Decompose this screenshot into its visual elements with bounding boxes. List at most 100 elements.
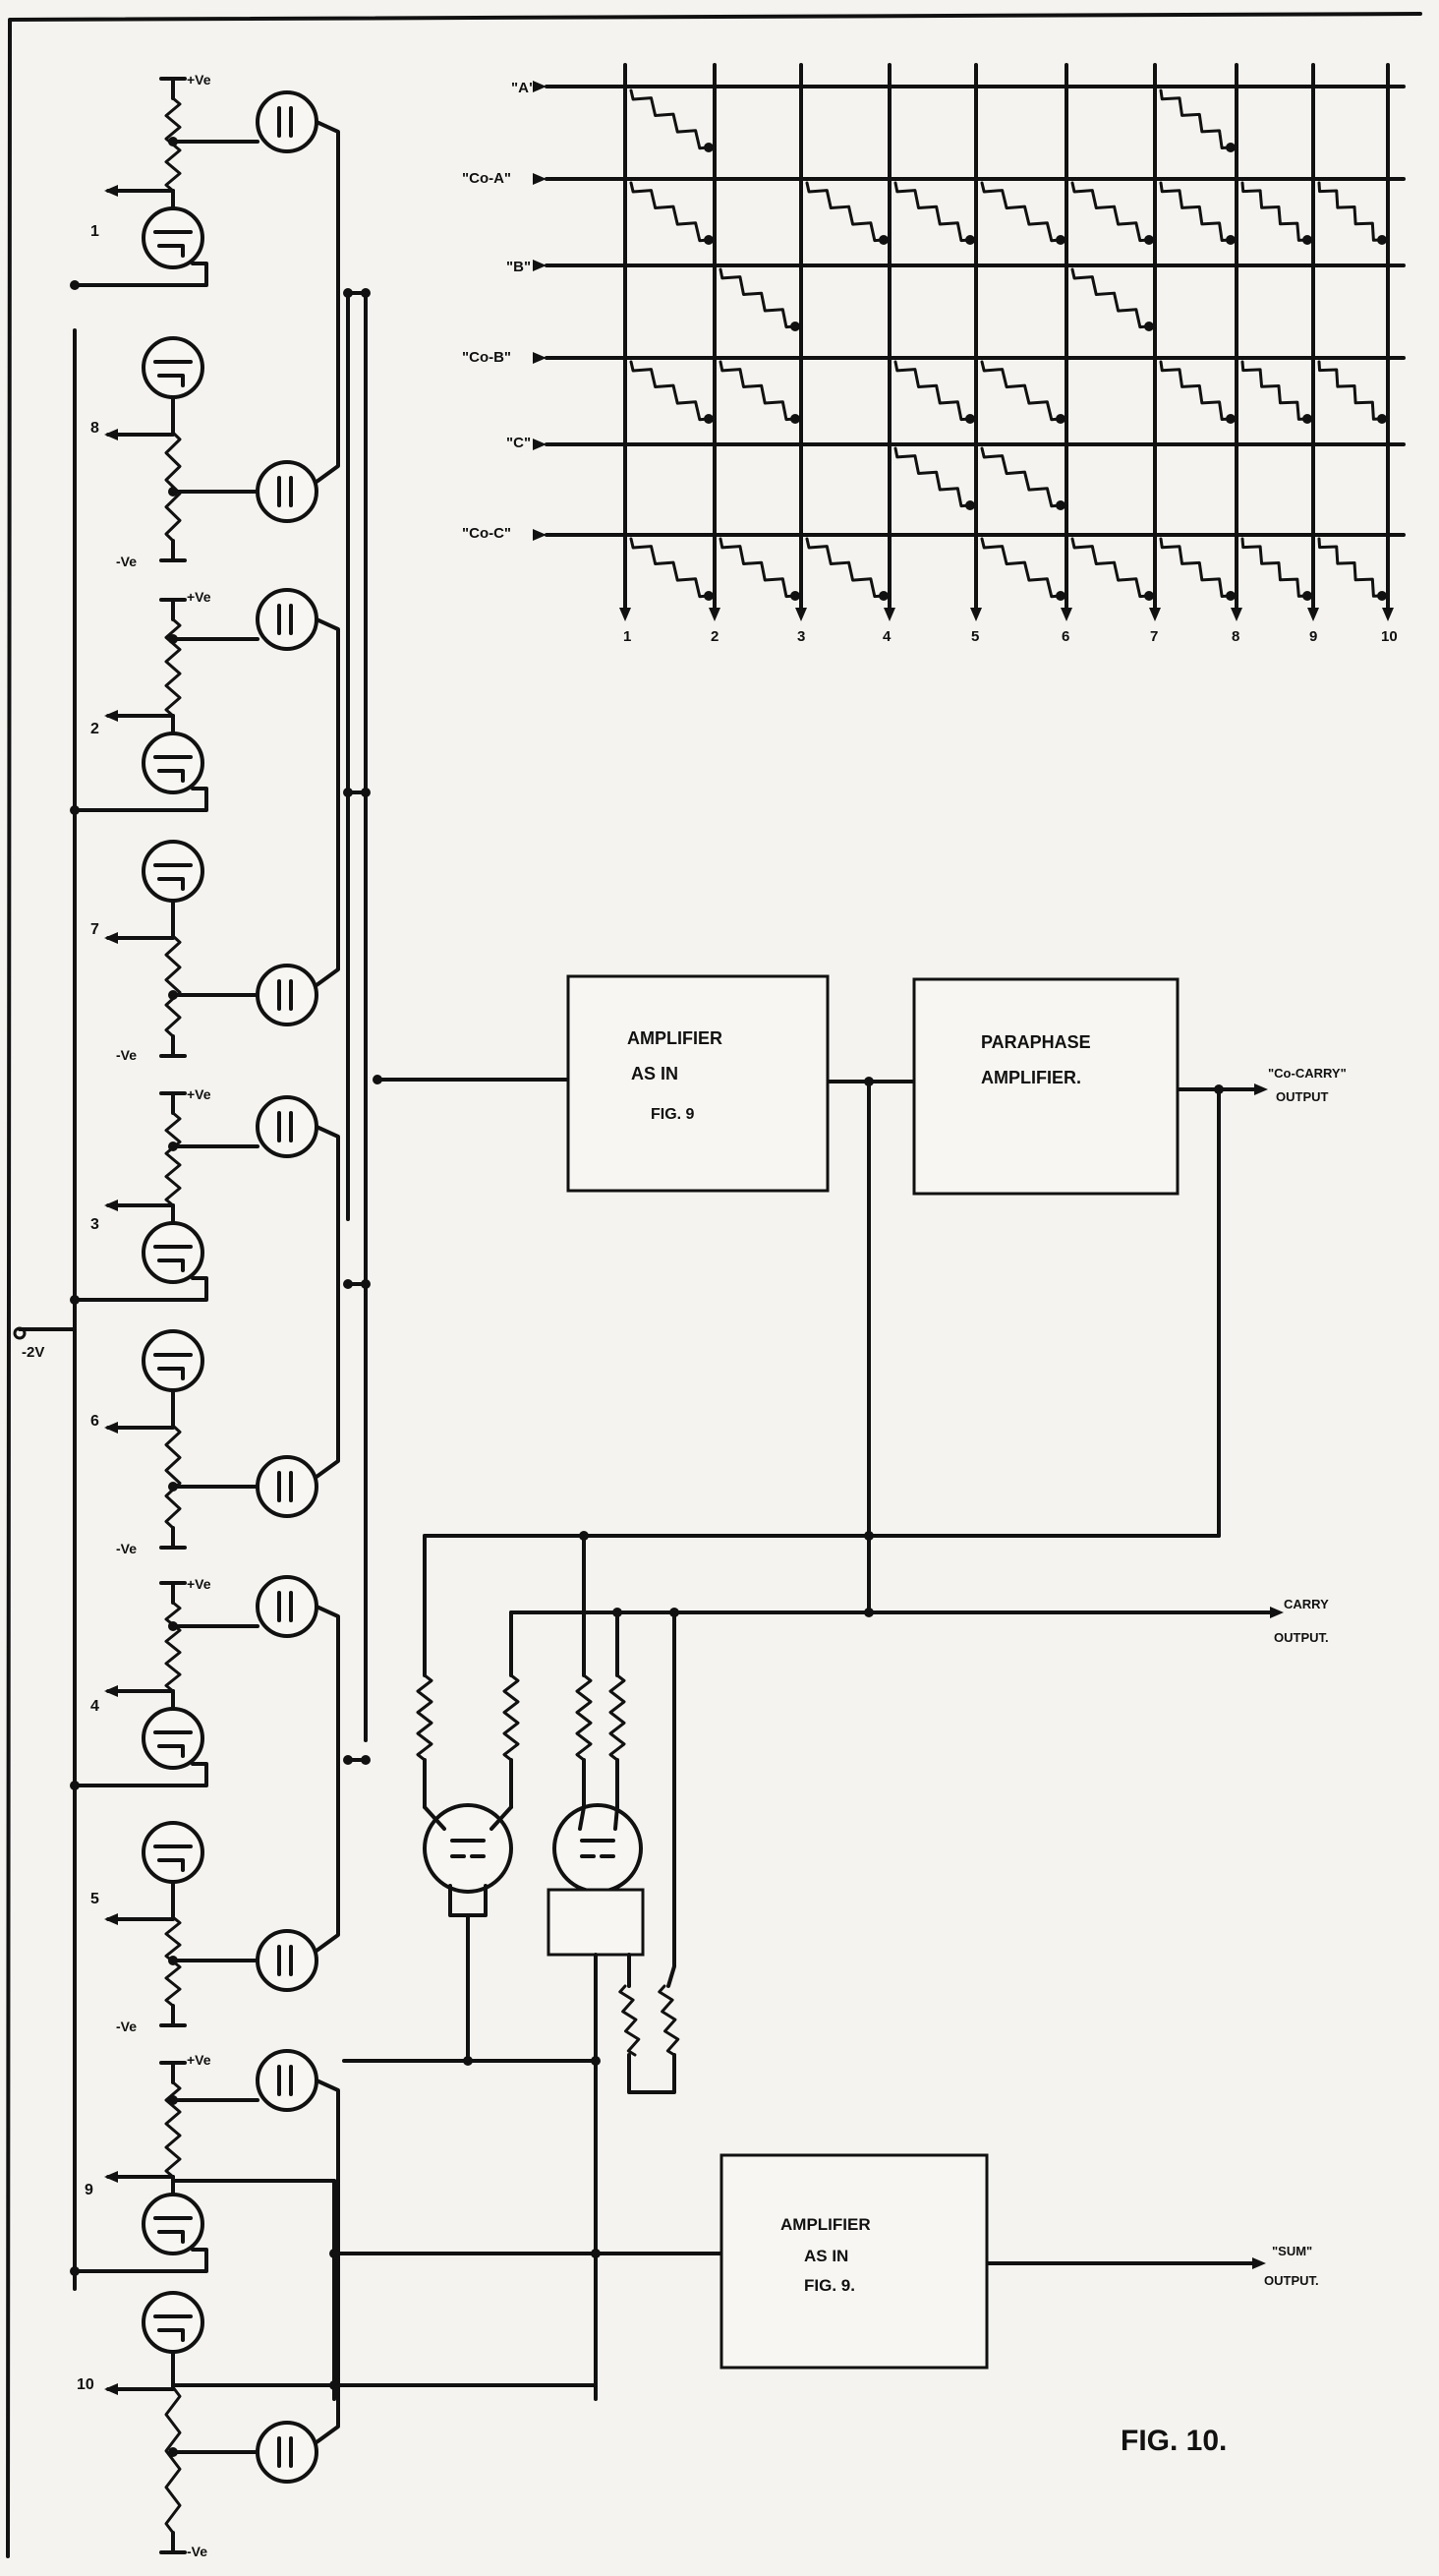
diode-electrodes	[277, 979, 293, 1011]
supply-label-neg-2v: -2V	[22, 1344, 44, 1361]
valve-envelope	[256, 1095, 318, 1158]
cathode-return	[627, 2053, 676, 2094]
junction-dot	[70, 280, 80, 290]
stage-resistor-lower	[164, 934, 182, 1038]
triode-electrodes	[153, 863, 193, 891]
junction-dot	[864, 1608, 874, 1617]
ladder-output-label-3: 3	[90, 1216, 99, 1233]
matrix-junction-dot	[1302, 591, 1312, 601]
matrix-junction-dot	[1056, 500, 1065, 510]
stage-diode-upper	[256, 90, 318, 153]
valve-envelope	[256, 2049, 318, 2112]
matrix-col-label-5: 5	[971, 628, 979, 645]
stage-output-arrow	[104, 1913, 118, 1925]
stage-valve-lower	[142, 1821, 204, 1884]
matrix-junction-dot	[1226, 143, 1236, 152]
stage-grid-link	[73, 787, 208, 812]
paraphase-line-2: AMPLIFIER.	[981, 1068, 1081, 1087]
stage-diode-return	[315, 1605, 340, 1953]
carry-output-line-2: OUTPUT.	[1274, 1630, 1329, 1645]
stage-diode-return	[315, 1125, 340, 1479]
junction-dot	[70, 805, 80, 815]
matrix-crystal	[1240, 537, 1309, 598]
stage-resistor-upper	[164, 617, 182, 718]
matrix-row-arrow	[533, 439, 547, 450]
diode-matrix	[533, 63, 1406, 621]
stage-output-arrow	[104, 1422, 118, 1434]
matrix-column-arrow	[884, 608, 895, 621]
stage-grid-link	[73, 262, 208, 287]
stage-diode-lower	[256, 1455, 318, 1518]
matrix-crystal	[805, 537, 886, 599]
gate-valve-left	[423, 1803, 513, 1894]
matrix-crystal	[629, 88, 711, 150]
diode-electrodes	[277, 106, 293, 138]
cathode-lead-left	[448, 1884, 488, 2063]
triode-electrodes	[580, 1839, 615, 1858]
valve-envelope	[142, 1329, 204, 1392]
junction-dot	[168, 1956, 178, 1965]
logic-resistor	[608, 1673, 626, 1762]
matrix-crystal	[629, 181, 711, 243]
matrix-crystal	[1317, 360, 1384, 421]
junction-dot	[168, 990, 178, 1000]
valve-envelope	[552, 1803, 643, 1894]
junction-dot	[329, 2249, 339, 2258]
stage-output-arrow	[104, 2383, 118, 2395]
matrix-crystal	[1159, 88, 1233, 150]
stage-valve-upper	[142, 1707, 204, 1770]
junction-dot	[168, 137, 178, 146]
triode-electrodes	[153, 2314, 193, 2342]
valve-envelope	[423, 1803, 513, 1894]
stage-output-arrow	[104, 932, 118, 944]
matrix-junction-dot	[879, 235, 889, 245]
matrix-row-label-co-b: "Co-B"	[462, 349, 511, 366]
stage-output-arrow	[104, 710, 118, 722]
matrix-row-label-co-a: "Co-A"	[462, 170, 511, 187]
stage-grid-link	[73, 2248, 208, 2273]
amplifier-block-bottom	[720, 2153, 989, 2370]
pos-ve-label-2: +Ve	[187, 589, 211, 605]
valve-envelope	[256, 1929, 318, 1992]
junction-dot	[70, 2266, 80, 2276]
matrix-column-arrow	[1149, 608, 1161, 621]
matrix-crystal	[719, 537, 797, 599]
sum-arrow	[1252, 2257, 1266, 2269]
valve-envelope	[142, 206, 204, 269]
matrix-crystal	[1070, 181, 1151, 243]
matrix-junction-dot	[1056, 591, 1065, 601]
matrix-junction-dot	[704, 235, 714, 245]
ladder-output-label-2: 2	[90, 721, 99, 737]
stage-output-arrow	[104, 1200, 118, 1211]
matrix-col-label-9: 9	[1309, 628, 1317, 645]
matrix-row-arrow	[533, 173, 547, 185]
matrix-column-arrow	[1307, 608, 1319, 621]
matrix-column-arrow	[970, 608, 982, 621]
diode-electrodes	[277, 604, 293, 635]
stage-diode-return	[315, 120, 340, 484]
matrix-crystal	[980, 446, 1063, 508]
matrix-col-label-8: 8	[1232, 628, 1239, 645]
matrix-junction-dot	[790, 591, 800, 601]
pos-ve-label-1: +Ve	[187, 72, 211, 88]
matrix-col-label-2: 2	[711, 628, 719, 645]
triode-electrodes	[153, 230, 193, 258]
matrix-col-label-6: 6	[1062, 628, 1069, 645]
valve-envelope	[256, 90, 318, 153]
matrix-crystal	[893, 360, 972, 422]
matrix-crystal	[1317, 181, 1384, 242]
diode-electrodes	[277, 2436, 293, 2468]
triode-electrodes	[153, 1353, 193, 1380]
matrix-crystal	[980, 360, 1063, 422]
amplifier-top-line-3: FIG. 9	[651, 1106, 695, 1123]
amplifier-bottom-line-1: AMPLIFIER	[780, 2215, 871, 2234]
valve-envelope	[142, 336, 204, 399]
valve-lead	[578, 1805, 619, 1831]
cathode-resistor	[658, 1984, 680, 2057]
cathode-resistor	[618, 1984, 641, 2057]
matrix-junction-dot	[1302, 414, 1312, 424]
paraphase-amplifier-block	[912, 977, 1180, 1196]
matrix-row-label-a: "A"	[511, 80, 536, 96]
stage-output-arrow	[104, 1685, 118, 1697]
